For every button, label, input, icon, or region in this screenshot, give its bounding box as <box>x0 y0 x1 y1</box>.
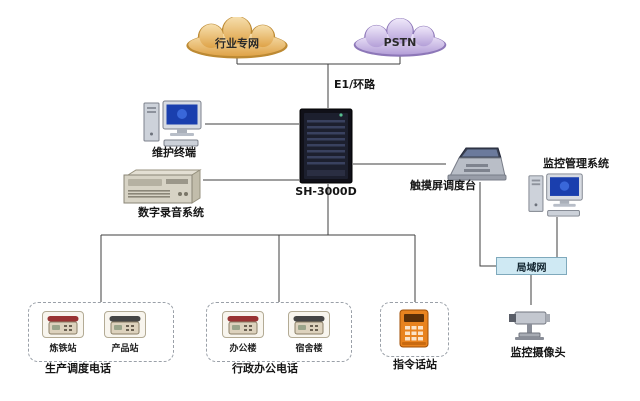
camera-label: 监控摄像头 <box>510 346 566 359</box>
lan-label: 局域网 <box>516 262 547 274</box>
monitor-system-label: 监控管理系统 <box>543 157 609 170</box>
industry-network-label: 行业专网 <box>215 36 259 50</box>
pstn-cloud: PSTN <box>352 18 448 58</box>
pstn-label: PSTN <box>383 36 417 49</box>
recording-system-label: 数字录音系统 <box>138 206 204 219</box>
group-box-production <box>28 302 174 362</box>
recording-system-icon <box>122 168 202 206</box>
industry-network-cloud: 行业专网 <box>182 17 292 59</box>
pbx-switch-icon <box>299 108 353 184</box>
group-box-command <box>380 302 449 357</box>
station-label: 宿舍楼 <box>295 344 323 354</box>
group-box-office <box>206 302 352 362</box>
lan-box: 局域网 <box>496 257 567 275</box>
desk-phone-icon <box>227 315 259 334</box>
cloud-icon <box>353 18 447 57</box>
desk-phone-icon <box>109 315 141 334</box>
touchscreen-console-icon <box>446 146 508 182</box>
station-label: 炼铁站 <box>49 344 77 354</box>
group-title-office: 行政办公电话 <box>232 362 298 375</box>
phone-card <box>104 311 146 338</box>
desk-phone-icon <box>293 315 325 334</box>
phone-card <box>42 311 84 338</box>
pbx-label: SH-3000D <box>295 185 357 198</box>
e1-loop-label: E1/环路 <box>334 78 376 91</box>
desk-phone-icon <box>47 315 79 334</box>
command-phone-icon <box>398 309 430 349</box>
phone-card <box>288 311 330 338</box>
camera-icon <box>506 305 554 343</box>
cloud-icon <box>186 17 288 59</box>
maintenance-terminal-label: 维护终端 <box>152 146 196 159</box>
station-label: 办公楼 <box>229 344 257 354</box>
group-title-command: 指令话站 <box>393 358 437 371</box>
maintenance-terminal-icon <box>143 100 205 147</box>
phone-card <box>222 311 264 338</box>
touchscreen-console-label: 触摸屏调度台 <box>410 179 476 192</box>
monitor-system-computer-icon <box>528 173 586 217</box>
station-label: 产品站 <box>111 344 139 354</box>
group-title-production: 生产调度电话 <box>45 362 111 375</box>
